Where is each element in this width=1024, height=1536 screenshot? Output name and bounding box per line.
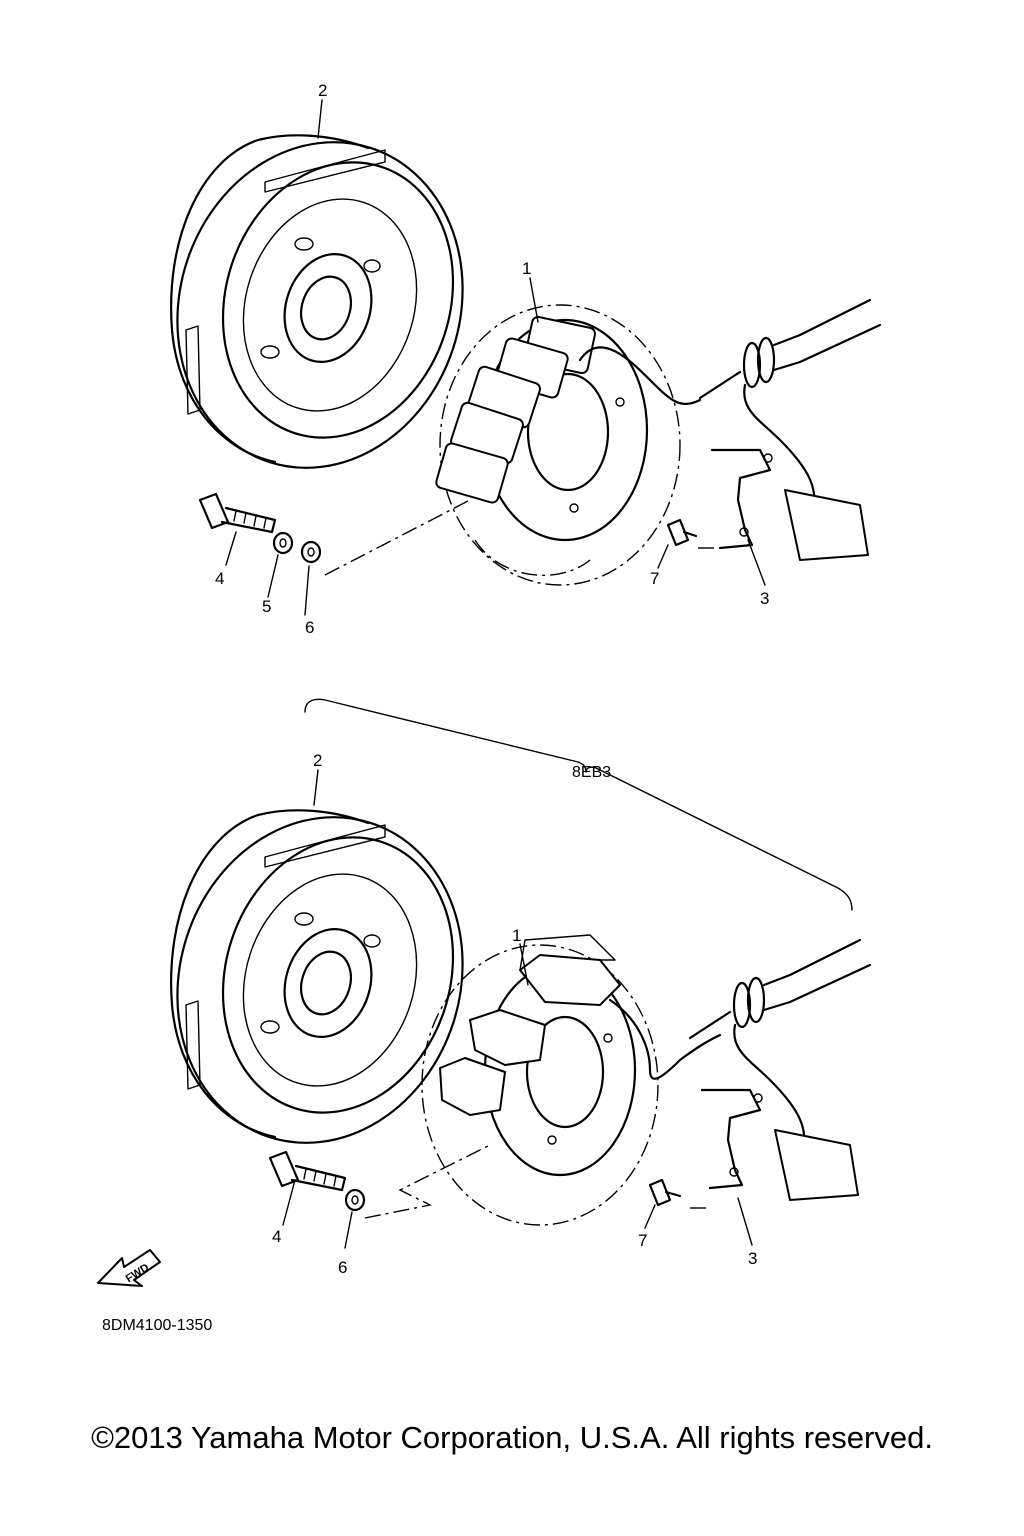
stator-lower (421, 934, 722, 1226)
pickup-coil-upper (698, 298, 882, 562)
washer-6-upper (300, 540, 322, 564)
callout-6-upper: 6 (305, 618, 314, 637)
screw-7-lower (648, 1178, 682, 1207)
callout-3-upper: 3 (760, 589, 769, 608)
fwd-arrow-icon: FWD (97, 1249, 161, 1287)
washer-6-lower (344, 1188, 366, 1212)
washer-5-upper (272, 531, 294, 555)
diagram-code: 8DM4100-1350 (102, 1317, 212, 1334)
bolt-lower (268, 1150, 347, 1192)
screw-7-upper (666, 518, 698, 547)
callout-7-lower: 7 (638, 1231, 647, 1250)
lower-view: 8EB3 2 1 4 6 7 3 (134, 698, 872, 1277)
callout-5-upper: 5 (262, 597, 271, 616)
rotor-lower (134, 778, 506, 1182)
callout-1-lower: 1 (512, 926, 521, 945)
callout-4-upper: 4 (215, 569, 224, 588)
callout-1-upper: 1 (522, 259, 531, 278)
variant-code: 8EB3 (572, 764, 611, 781)
bolt-upper (198, 492, 277, 534)
callout-3-lower: 3 (748, 1249, 757, 1268)
stator-upper (433, 303, 702, 587)
callout-2-upper: 2 (318, 81, 327, 100)
variant-bracket (304, 698, 853, 911)
callout-7-upper: 7 (650, 569, 659, 588)
pickup-coil-lower (688, 938, 872, 1202)
upper-view: 2 1 4 5 6 7 3 (134, 81, 882, 637)
callout-2-lower: 2 (313, 751, 322, 770)
copyright-notice: ©2013 Yamaha Motor Corporation, U.S.A. A… (91, 1420, 933, 1455)
callout-4-lower: 4 (272, 1227, 281, 1246)
callout-6-lower: 6 (338, 1258, 347, 1277)
